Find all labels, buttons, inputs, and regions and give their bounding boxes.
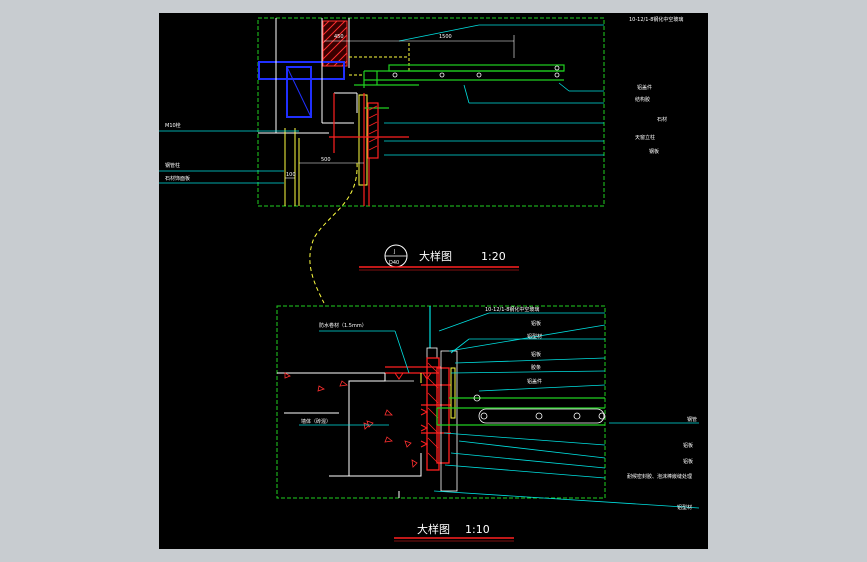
label-wall: 墙体（砖混）	[301, 418, 331, 425]
label-alu-panel-4: 铝板	[683, 458, 693, 465]
steel-beam-web	[286, 66, 312, 118]
label-sealant-top: 结构胶	[635, 96, 650, 103]
label-alu-profile-bottom: 铝型材	[677, 504, 692, 511]
marker-bottom: D40	[389, 260, 399, 266]
bottom-detail: 10-12/1-8钢化中空玻璃 铝板 铝型材 铝板 胶条 铝盖件 钢管 铝板 铝…	[276, 305, 700, 542]
label-mullion-top: 天窗立柱	[635, 134, 655, 141]
label-gasket: 胶条	[531, 364, 541, 371]
dim-100: 100	[286, 172, 296, 178]
marker-top: J	[393, 249, 395, 255]
label-facing-left: 石材饰面板	[165, 175, 190, 182]
cad-drawing-area: 450 1500 500 100 10-12/1-8钢化中空玻璃 铝盖件 结构胶…	[159, 13, 708, 549]
dim-1500: 1500	[439, 34, 452, 40]
dim-500: 500	[321, 157, 331, 163]
masonry-wall	[322, 20, 348, 67]
label-alu-panel-1: 铝板	[531, 320, 541, 327]
label-sealant-bottom: 耐候密封胶、泡沫棒嵌缝处理	[627, 473, 692, 480]
label-membrane: 防水卷材（1.5mm）	[319, 322, 367, 329]
label-alu-panel-2: 铝板	[531, 351, 541, 358]
label-steelplate-top: 钢板	[649, 148, 659, 155]
label-alu-profile: 铝型材	[527, 333, 542, 340]
label-cap-bottom: 铝盖件	[527, 378, 542, 385]
bottom-detail-title: 大样图	[417, 522, 450, 536]
steel-beam	[258, 61, 345, 80]
label-column-left: 钢管柱	[165, 162, 180, 169]
top-detail-frame	[257, 17, 605, 207]
top-detail-title: 大样图	[419, 249, 452, 263]
label-glass-top: 10-12/1-8钢化中空玻璃	[629, 16, 683, 23]
connector-curve	[309, 162, 358, 304]
label-steel-tube: 钢管	[687, 416, 697, 423]
label-bolt-left: M10栓	[165, 122, 181, 129]
label-cap-top: 铝盖件	[637, 84, 652, 91]
label-stone-top: 石材	[657, 116, 667, 123]
top-detail: 450 1500 500 100 10-12/1-8钢化中空玻璃 铝盖件 结构胶…	[159, 16, 683, 304]
bottom-detail-frame	[276, 305, 606, 499]
cad-drawing: 450 1500 500 100 10-12/1-8钢化中空玻璃 铝盖件 结构胶…	[159, 16, 700, 542]
label-glass-bottom: 10-12/1-8钢化中空玻璃	[485, 306, 539, 313]
top-detail-scale: 1:20	[481, 250, 506, 263]
label-alu-panel-3: 铝板	[683, 442, 693, 449]
dim-450: 450	[334, 34, 344, 40]
bottom-detail-scale: 1:10	[465, 523, 490, 536]
